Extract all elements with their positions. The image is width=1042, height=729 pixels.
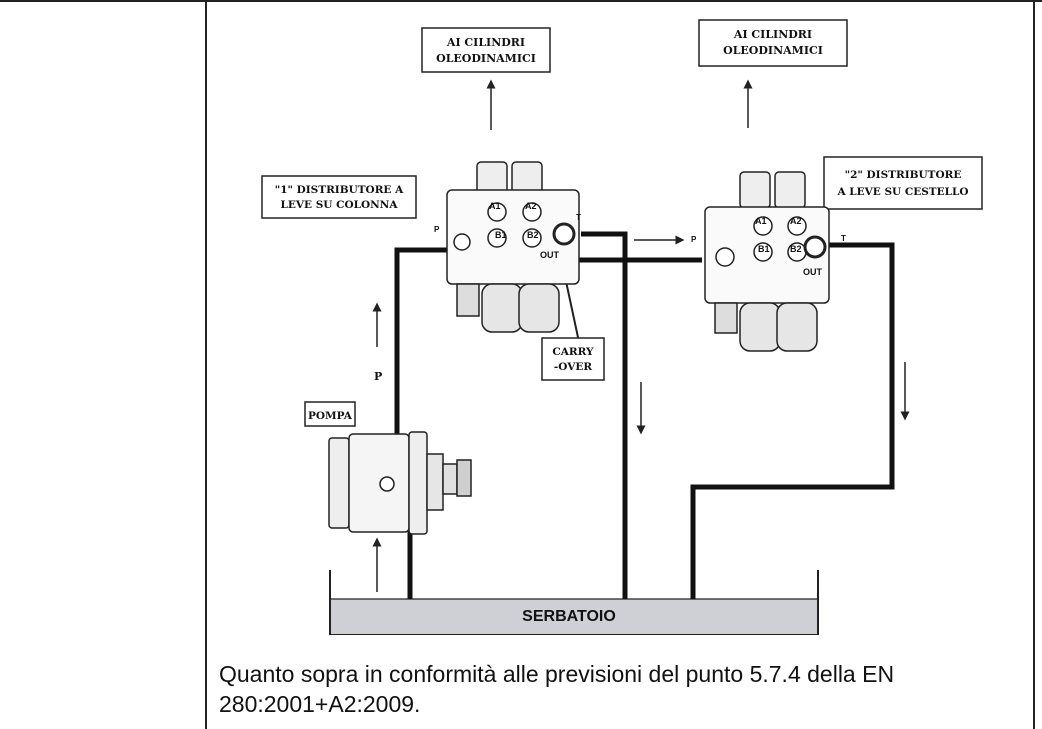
svg-text:A1: A1 [755, 216, 767, 226]
svg-text:"1" DISTRIBUTORE A: "1" DISTRIBUTORE A [275, 184, 404, 196]
hydraulic-circuit-diagram: SERBATOIO AI [261, 19, 983, 635]
caption-line-1: Quanto sopra in conformità alle previsio… [219, 661, 895, 687]
svg-text:B1: B1 [495, 230, 507, 240]
pump-label: POMPA [304, 401, 356, 427]
svg-text:OUT: OUT [540, 250, 560, 260]
table-column-divider [205, 0, 207, 729]
svg-text:B1: B1 [758, 244, 770, 254]
pressure-label: P [374, 370, 382, 383]
svg-text:POMPA: POMPA [308, 410, 353, 422]
svg-text:AI CILINDRI: AI CILINDRI [733, 28, 812, 41]
svg-text:CARRY: CARRY [552, 346, 594, 358]
svg-text:AI CILINDRI: AI CILINDRI [446, 36, 525, 49]
svg-text:OLEODINAMICI: OLEODINAMICI [723, 44, 823, 57]
table-top-border [0, 0, 1042, 2]
caption-paragraph: Quanto sopra in conformità alle previsio… [219, 659, 1031, 719]
svg-text:OLEODINAMICI: OLEODINAMICI [436, 52, 536, 65]
svg-text:-OVER: -OVER [554, 361, 592, 373]
svg-text:LEVE SU COLONNA: LEVE SU COLONNA [281, 199, 399, 211]
tank-label: SERBATOIO [522, 608, 616, 625]
svg-text:T: T [576, 213, 581, 222]
carry-over-label: CARRY -OVER [541, 337, 605, 381]
svg-text:"2" DISTRIBUTORE: "2" DISTRIBUTORE [845, 169, 962, 181]
distributor-2-label: "2" DISTRIBUTORE A LEVE SU CESTELLO [823, 156, 983, 210]
svg-text:B2: B2 [790, 244, 802, 254]
distributor-1-valve: A1 A2 B1 B2 OUT P T [434, 161, 581, 333]
svg-text:A2: A2 [525, 201, 537, 211]
svg-text:A1: A1 [489, 201, 501, 211]
label-box-top-left: AI CILINDRI OLEODINAMICI [421, 27, 551, 73]
tank-fluid [331, 599, 817, 634]
svg-text:A LEVE SU CESTELLO: A LEVE SU CESTELLO [836, 186, 968, 198]
distributor-1-label: "1" DISTRIBUTORE A LEVE SU COLONNA [261, 175, 417, 219]
svg-text:P: P [434, 225, 440, 234]
svg-text:P: P [691, 235, 697, 244]
caption-line-2: 280:2001+A2:2009. [219, 691, 421, 717]
svg-text:A2: A2 [790, 216, 802, 226]
pump [328, 431, 472, 535]
svg-text:B2: B2 [527, 230, 539, 240]
tank: SERBATOIO [329, 570, 819, 635]
distributor-2-valve: A1 A2 B1 B2 OUT P T [691, 171, 846, 352]
svg-text:T: T [841, 234, 846, 243]
label-box-top-right: AI CILINDRI OLEODINAMICI [698, 19, 848, 67]
table-right-border [1033, 0, 1035, 729]
svg-text:OUT: OUT [803, 267, 823, 277]
